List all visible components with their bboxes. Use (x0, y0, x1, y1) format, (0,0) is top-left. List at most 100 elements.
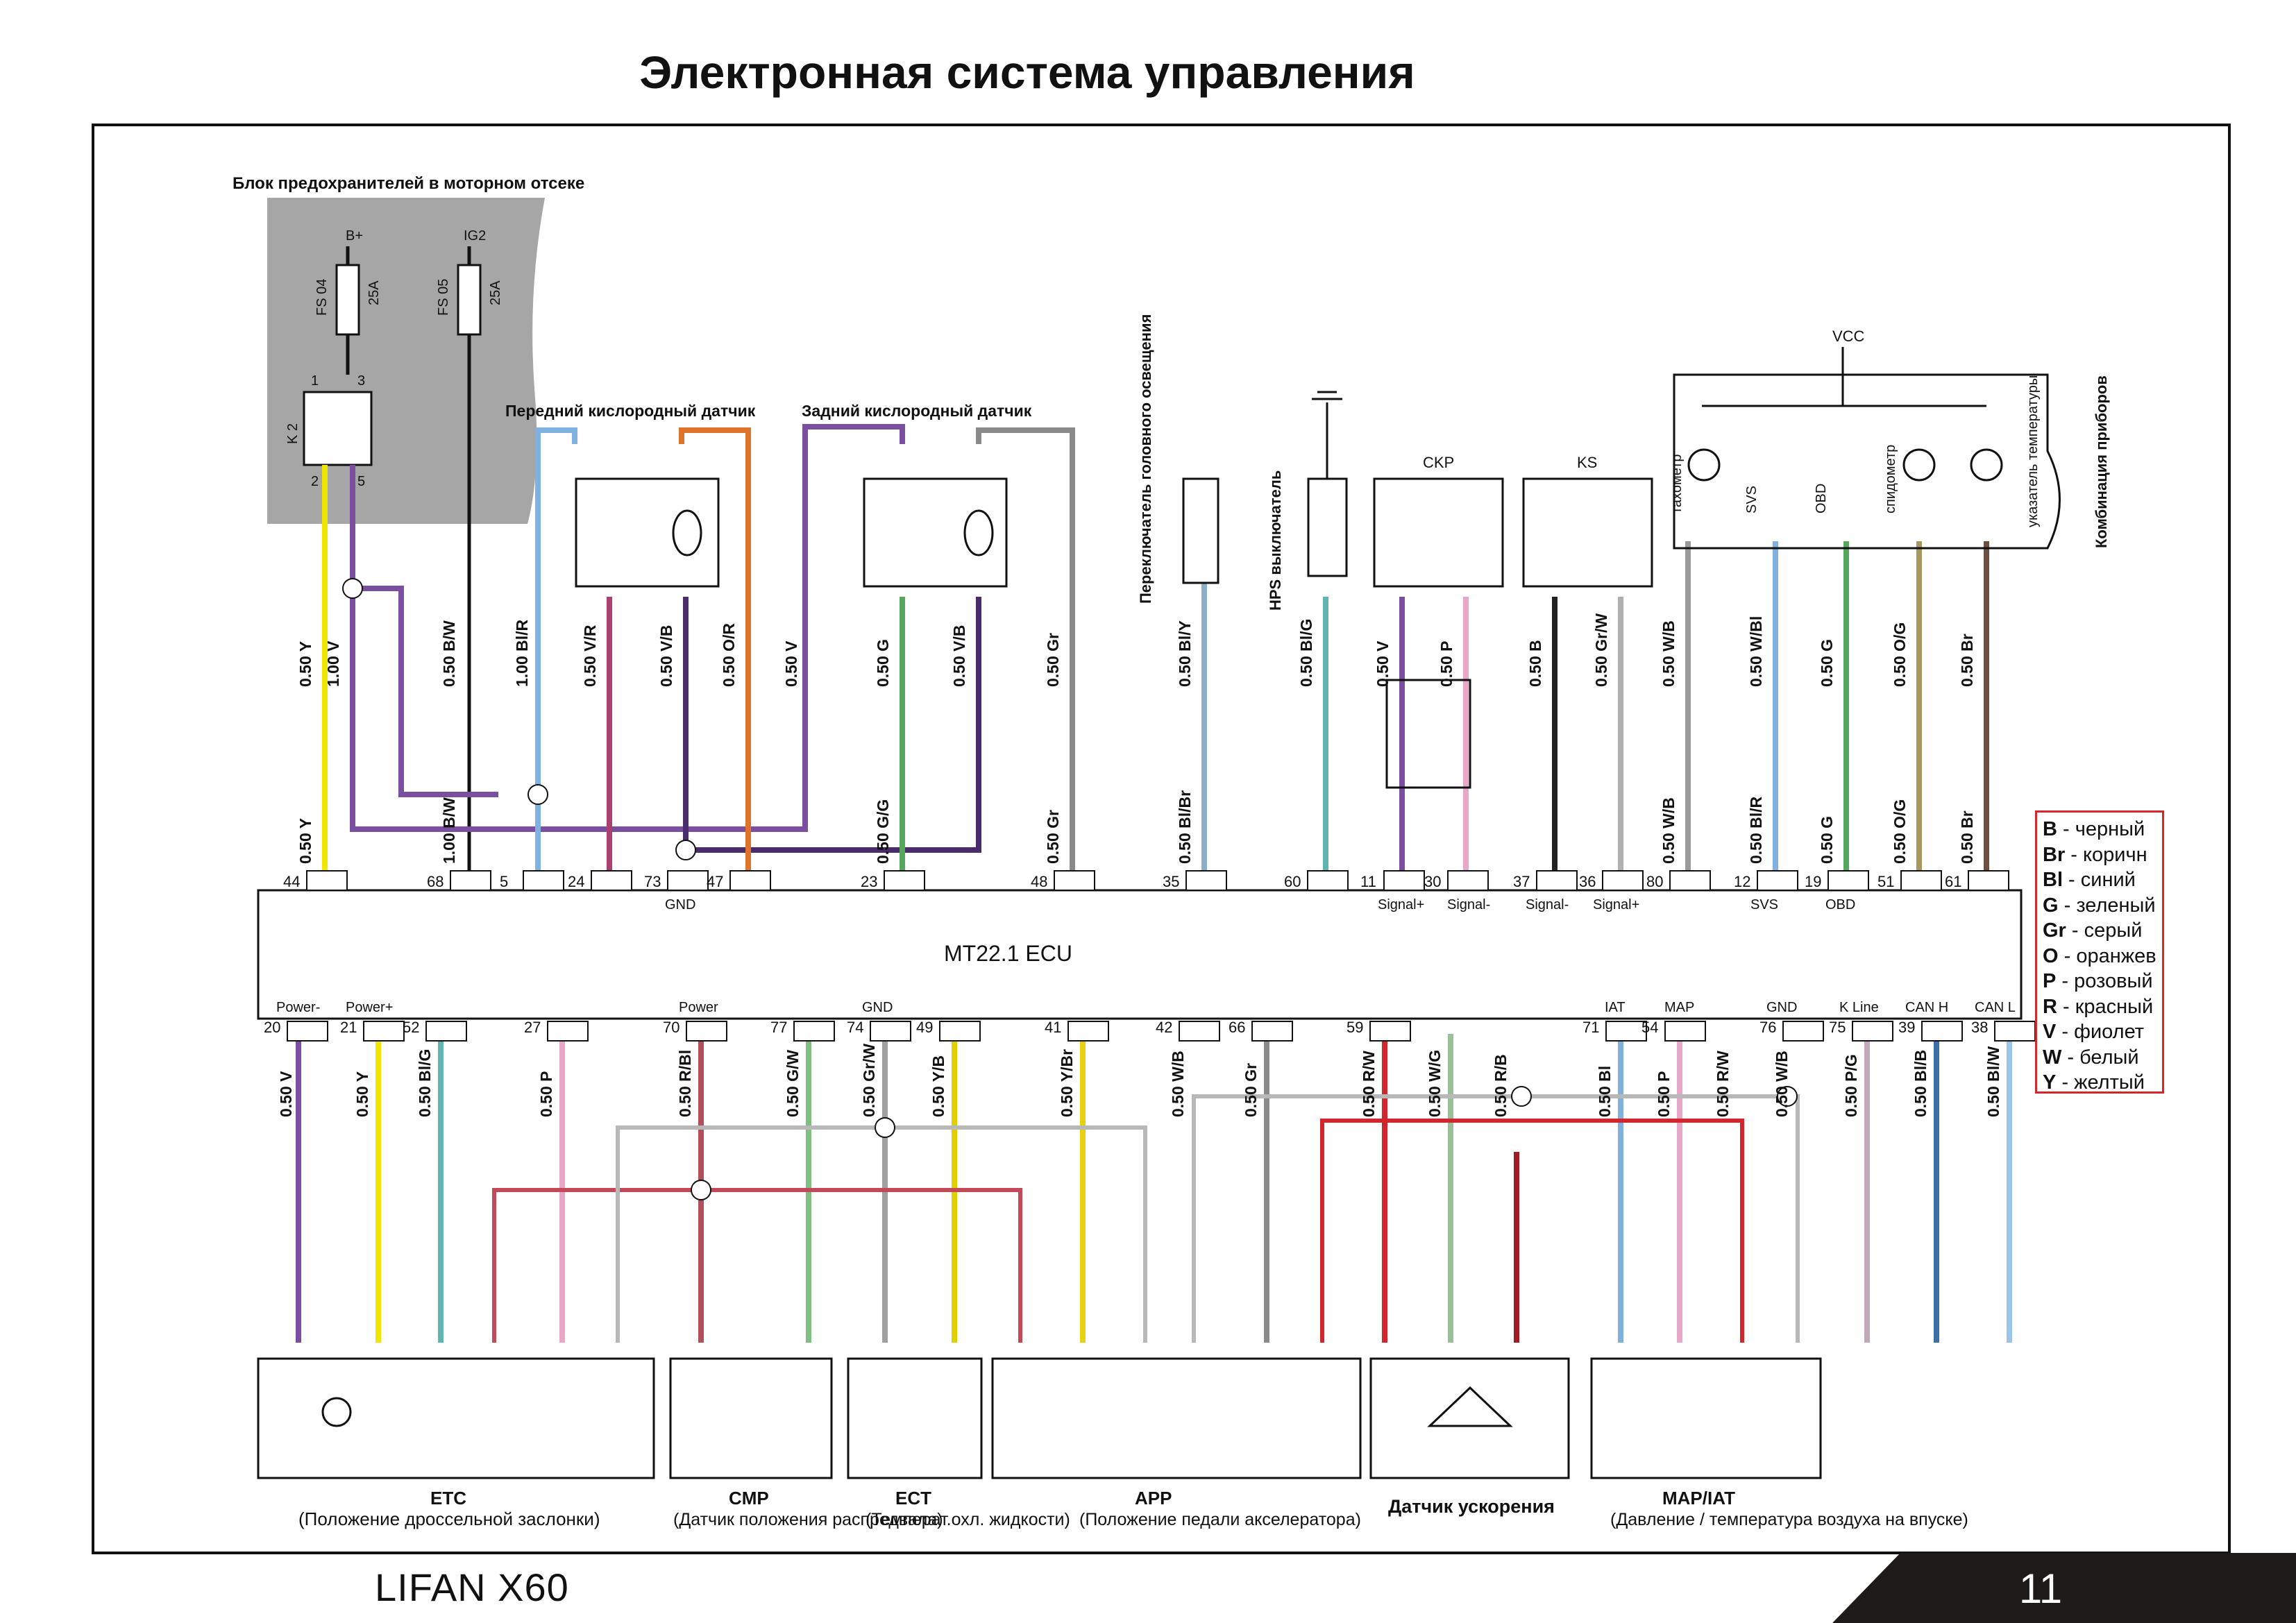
gauge-label: указатель температуры (2025, 375, 2041, 527)
ecu-pin-number: 36 (1579, 873, 1596, 890)
ecu-pin-number: 70 (663, 1019, 679, 1036)
wire-gauge-label: 0.50 B/W (440, 620, 458, 687)
model-name: LIFAN X60 (375, 1565, 569, 1609)
hps-switch-label: HPS выключатель (1267, 470, 1284, 611)
diagram-frame (92, 124, 2231, 1554)
ecu-connector-e1 (1383, 870, 1425, 891)
wire-gauge-label: 0.50 G (874, 639, 892, 687)
wire-gauge-label: 0.50 Gr (1242, 1063, 1260, 1117)
ecu-pin-number: 59 (1347, 1019, 1363, 1036)
ks-label: KS (1577, 454, 1597, 471)
ecu-pin-number: 48 (1031, 873, 1047, 890)
ecu-connector-e1 (884, 870, 925, 891)
wire-gauge-label: 0.50 V (1374, 640, 1392, 687)
legend-code: O (2043, 944, 2059, 967)
component-desc: (Положение дроссельной заслонки) (298, 1509, 600, 1529)
ecu-connector-e1 (793, 1021, 835, 1042)
etc-component (257, 1357, 655, 1479)
wire-gauge-label: 0.50 O/R (720, 623, 738, 687)
relay-k2 (303, 391, 373, 466)
ect-component (847, 1357, 983, 1479)
ecu-pin-number: 11 (1360, 873, 1376, 890)
page-title: Электронная система управления (639, 46, 1415, 98)
relay-pin: 5 (357, 474, 365, 489)
ig2-label: IG2 (464, 228, 486, 244)
ecu-connector-e1 (306, 870, 348, 891)
cmp-component (669, 1357, 833, 1479)
ecu-pin-number: 77 (770, 1019, 787, 1036)
wire-gauge-label: 0.50 Gr (1044, 810, 1062, 864)
ecu-connector-e1 (870, 1021, 911, 1042)
ecu-connector-e1 (1251, 1021, 1293, 1042)
wire-gauge-label: 0.50 Gr (1044, 633, 1062, 687)
component-name: CMP (729, 1488, 769, 1509)
legend-code: R (2043, 995, 2057, 1018)
ecu-connector-e1 (425, 1021, 467, 1042)
ecu-connector-e1 (1968, 870, 2009, 891)
component-name: Датчик ускорения (1388, 1496, 1555, 1517)
ecu-pin-number: 35 (1163, 873, 1179, 890)
component-name: MAP/IAT (1662, 1488, 1735, 1509)
gauge-label: тахометр (1669, 454, 1685, 513)
headlight-switch (1182, 477, 1219, 584)
wire-orange (679, 427, 751, 878)
ecu-signal: Power+ (346, 1000, 393, 1015)
ecu-connector-e1 (287, 1021, 328, 1042)
wire-gauge-label: 0.50 W/B (1660, 797, 1678, 864)
headlight-switch-label: Переключатель головного освещения (1137, 314, 1154, 604)
ecu-connector-e1 (1536, 870, 1578, 891)
ecu-signal: GND (862, 1000, 893, 1015)
ecu-pin-number: 54 (1641, 1019, 1658, 1036)
wire-gauge-label: 0.50 Br (1958, 810, 1976, 864)
legend-item: O - оранжев (2043, 944, 2162, 969)
gauge-label: OBD (1814, 484, 1829, 513)
ecu-connector-e1 (1179, 1021, 1220, 1042)
wire-violet-black (683, 597, 981, 853)
wire-gauge-label: 0.50 R (1360, 1070, 1378, 1117)
legend-item: Y - желтый (2043, 1070, 2162, 1096)
ecu-pin-number: 60 (1284, 873, 1301, 890)
component-desc: (Давление / температура воздуха на впуск… (1610, 1510, 1968, 1529)
wire-gauge-label: 0.50 V (782, 640, 800, 687)
relay-pin: 1 (311, 373, 319, 389)
ecu-connector-e1 (1994, 1021, 2036, 1042)
ecu-connector-e1 (1369, 1021, 1411, 1042)
wire-gauge-label: 0.50 Gr/W (1592, 613, 1610, 687)
legend-text: - фиолет (2056, 1021, 2145, 1043)
rear-o2-label: Задний кислородный датчик (802, 402, 1032, 420)
ecu-pin-number: 12 (1734, 873, 1750, 890)
ecu-pin-number: 80 (1646, 873, 1663, 890)
vcc-label: VCC (1832, 328, 1865, 345)
legend-item: R - красный (2043, 994, 2162, 1020)
wire-gauge-label: 0.50 G/G (874, 799, 892, 864)
ecu-signal: Power- (276, 1000, 320, 1015)
wire-gauge-label: 0.50 R/B (1492, 1054, 1510, 1117)
wire-gauge-label: 0.50 W/B (1169, 1051, 1187, 1117)
legend-item: B - черный (2043, 817, 2162, 842)
wire-gauge-label: 1.00 Bl/R (513, 619, 531, 687)
wire-gauge-label: 0.50 B (1526, 640, 1544, 687)
wire-gauge-label: 0.50 Gr/W (860, 1044, 878, 1117)
wire-gauge-label: 0.50 R/W (1360, 1051, 1378, 1117)
ecu-pin-number: 74 (847, 1019, 863, 1036)
wire-gauge-label: 0.50 W/G (1426, 1050, 1444, 1117)
legend-item: P - розовый (2043, 969, 2162, 994)
wire-gauge-label: 0.50 Bl/Br (1176, 790, 1194, 864)
wire-gauge-label: 0.50 W/B (1660, 620, 1678, 687)
wire-gauge-label: 0.50 Y/Br (1058, 1049, 1076, 1117)
ecu-pin-number: 44 (283, 873, 300, 890)
ecu-pin-number: 38 (1971, 1019, 1988, 1036)
ecu-connector-e1 (1921, 1021, 1963, 1042)
legend-text: - розовый (2056, 970, 2153, 992)
ecu-pin-number: 47 (707, 873, 723, 890)
ecu-pin-number: 68 (427, 873, 444, 890)
legend-item: Br - коричн (2043, 842, 2162, 868)
wire-gauge-label: 0.50 R/W (1714, 1051, 1732, 1117)
ecu-pin-number: 66 (1229, 1019, 1245, 1036)
legend-code: Gr (2043, 919, 2066, 942)
wire-gauge-label: 0.50 V/R (581, 624, 599, 687)
ecu-pin-number: 51 (1877, 873, 1894, 890)
ckp-sensor (1373, 477, 1504, 588)
gauge-label: SVS (1744, 486, 1759, 513)
wire-gauge-label: 0.50 Br (1958, 634, 1976, 687)
